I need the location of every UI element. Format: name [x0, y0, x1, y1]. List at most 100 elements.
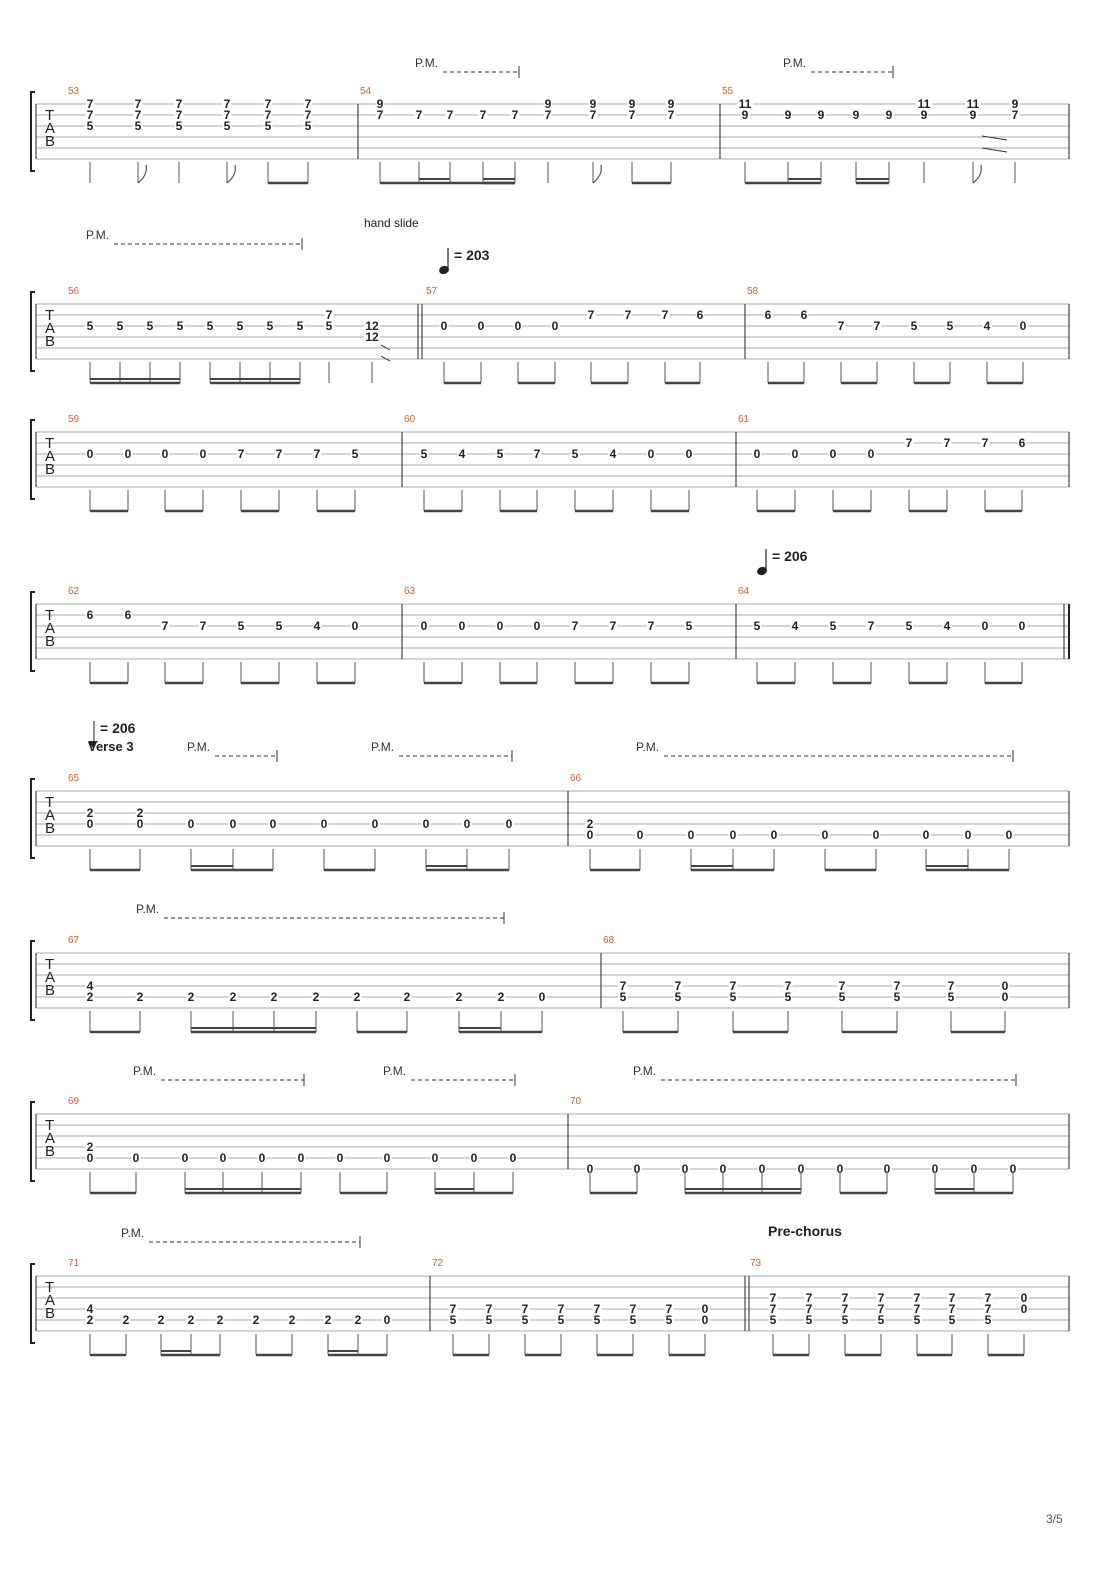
- fret-bg: [783, 110, 793, 120]
- fret-bg: [892, 992, 902, 1002]
- fret-bg: [592, 1304, 602, 1314]
- fret-bg: [364, 332, 380, 342]
- fret-number: 7: [806, 1302, 813, 1316]
- fret-bg: [532, 449, 542, 459]
- fret-bg: [804, 1304, 814, 1314]
- palm-mute-label: P.M.: [371, 740, 394, 754]
- fret-bg: [666, 110, 676, 120]
- fret-number: 0: [837, 1162, 844, 1176]
- fret-bg: [123, 610, 133, 620]
- fret-number: 7: [545, 108, 552, 122]
- fret-bg: [457, 449, 467, 459]
- fret-number: 0: [471, 1151, 478, 1165]
- fret-bg: [586, 310, 596, 320]
- fret-bg: [319, 819, 329, 829]
- fret-bg: [700, 1304, 710, 1314]
- fret-bg: [919, 110, 929, 120]
- fret-bg: [175, 321, 185, 331]
- fret-bg: [508, 1153, 518, 1163]
- fret-bg: [85, 610, 95, 620]
- fret-number: 7: [675, 979, 682, 993]
- fret-number: 7: [914, 1302, 921, 1316]
- fret-bg: [947, 1293, 957, 1303]
- tab-clef-letter: T: [45, 1117, 54, 1134]
- fret-bg: [840, 1315, 850, 1325]
- fret-number: 5: [238, 619, 245, 633]
- fret-bg: [871, 830, 881, 840]
- fret-bg: [963, 830, 973, 840]
- fret-number: 7: [162, 619, 169, 633]
- fret-number: 7: [522, 1302, 529, 1316]
- fret-number: 7: [200, 619, 207, 633]
- fret-number: 0: [337, 1151, 344, 1165]
- fret-number: 7: [629, 108, 636, 122]
- fret-number: 9: [742, 108, 749, 122]
- fret-number: 7: [985, 1291, 992, 1305]
- note-flag: [972, 164, 982, 184]
- fret-number: 7: [135, 108, 142, 122]
- fret-bg: [969, 1164, 979, 1174]
- fret-bg: [287, 1315, 297, 1325]
- fret-number: 7: [176, 97, 183, 111]
- measure-number: 59: [68, 414, 80, 425]
- fret-number: 7: [265, 97, 272, 111]
- fret-bg: [1008, 1164, 1018, 1174]
- fret-number: 0: [702, 1302, 709, 1316]
- system-bracket: [30, 1101, 35, 1182]
- fret-number: 7: [785, 979, 792, 993]
- fret-bg: [402, 992, 412, 1002]
- fret-number: 0: [298, 1151, 305, 1165]
- fret-bg: [740, 110, 750, 120]
- fret-number: 7: [878, 1302, 885, 1316]
- fret-number: 5: [276, 619, 283, 633]
- fret-bg: [364, 321, 380, 331]
- tempo-note-icon: [757, 566, 767, 576]
- fret-number: 5: [421, 447, 428, 461]
- fret-number: 5: [675, 990, 682, 1004]
- fret-bg: [496, 992, 506, 1002]
- tab-clef-letter: B: [45, 1305, 55, 1322]
- fret-bg: [543, 110, 553, 120]
- fret-bg: [375, 99, 385, 109]
- fret-bg: [236, 449, 246, 459]
- fret-bg: [983, 1315, 993, 1325]
- fret-number: 0: [1021, 1291, 1028, 1305]
- fret-number: 5: [207, 319, 214, 333]
- fret-bg: [537, 992, 547, 1002]
- slide-mark: [981, 135, 1008, 141]
- fret-number: 5: [297, 319, 304, 333]
- fret-number: 7: [377, 108, 384, 122]
- fret-number: 9: [1012, 97, 1019, 111]
- fret-number: 7: [572, 619, 579, 633]
- fret-bg: [790, 621, 800, 631]
- fret-bg: [186, 819, 196, 829]
- fret-number: 7: [314, 447, 321, 461]
- fret-bg: [930, 1164, 940, 1174]
- fret-bg: [484, 1315, 494, 1325]
- fret-bg: [303, 121, 313, 131]
- fret-number: 0: [384, 1313, 391, 1327]
- fret-bg: [884, 110, 894, 120]
- tempo-marking: = 206: [772, 548, 808, 564]
- fret-bg: [635, 830, 645, 840]
- fret-number: 0: [372, 817, 379, 831]
- fret-number: 0: [868, 447, 875, 461]
- fret-bg: [837, 992, 847, 1002]
- fret-bg: [251, 1315, 261, 1325]
- fret-bg: [85, 110, 95, 120]
- fret-number: 7: [224, 108, 231, 122]
- fret-bg: [268, 819, 278, 829]
- fret-bg: [646, 449, 656, 459]
- fret-number: 9: [818, 108, 825, 122]
- fret-bg: [123, 449, 133, 459]
- fret-bg: [1017, 621, 1027, 631]
- fret-number: 9: [921, 108, 928, 122]
- fret-bg: [263, 110, 273, 120]
- fret-number: 4: [984, 319, 991, 333]
- fret-number: 0: [506, 817, 513, 831]
- fret-bg: [295, 321, 305, 331]
- fret-number: 4: [944, 619, 951, 633]
- fret-number: 7: [914, 1291, 921, 1305]
- fret-bg: [85, 449, 95, 459]
- fret-number: 5: [147, 319, 154, 333]
